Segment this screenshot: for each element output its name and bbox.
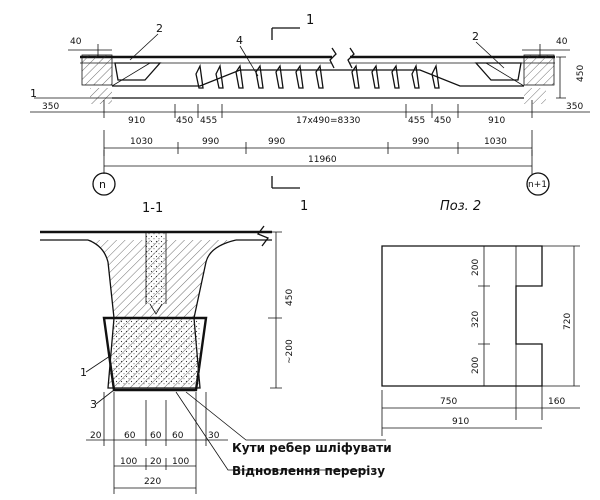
callout-2-right: 2 [472, 30, 479, 43]
dim-row1-1: 910 [128, 116, 145, 126]
section-1-1: 1-1 1 3 450 ~200 20 60 60 60 30 10 [40, 201, 392, 494]
dim-row2-2: 990 [202, 137, 219, 147]
note-restore-section: Відновлення перерізу [232, 464, 385, 478]
callout-2-left: 2 [156, 22, 163, 35]
dim-overhang-left: 350 [42, 102, 59, 112]
haunch-right [474, 62, 522, 81]
note1-leader [185, 391, 386, 441]
dim-pos2-width-total: 910 [452, 417, 469, 427]
label-1-left: 1 [30, 87, 37, 100]
section-cut-mark-top [271, 27, 300, 40]
note-grind-edges: Кути ребер шліфувати [232, 441, 392, 455]
dim-pos2-h1: 200 [471, 259, 481, 276]
haunch-left [114, 62, 162, 81]
callout-1-section: 1 [80, 366, 87, 379]
beam-elevation: 1 1 [30, 13, 590, 214]
dim-bottom-total: 220 [144, 477, 161, 487]
dim-bottom-4: 60 [172, 431, 184, 441]
section-mark-top: 1 [306, 13, 314, 28]
dim-row1-3: 455 [200, 116, 217, 126]
section-break-symbol [256, 225, 270, 247]
dim-row1-2: 450 [176, 116, 193, 126]
support-left [82, 55, 112, 85]
dim-row1-5: 455 [408, 116, 425, 126]
dim-row2-4: 990 [412, 137, 429, 147]
section-mark-bottom: 1 [300, 199, 308, 214]
note2-leader [175, 391, 368, 471]
axis-label-right: n+1 [528, 180, 547, 190]
dim-row2-1: 1030 [130, 137, 153, 147]
dim-bottom2-3: 100 [172, 457, 189, 467]
dim-row2-5: 1030 [484, 137, 507, 147]
dim-row1-4: 17x490=8330 [296, 116, 361, 126]
dim-overhang-right: 350 [566, 102, 583, 112]
dim-row1-6: 450 [434, 116, 451, 126]
dim-pos2-width-main: 750 [440, 397, 457, 407]
dim-total: 11960 [308, 155, 337, 165]
rib-core [146, 232, 166, 304]
rib-row [195, 63, 440, 89]
bearing-left [90, 88, 112, 104]
dim-offset-left: 40 [70, 37, 82, 47]
dim-row1-7: 910 [488, 116, 505, 126]
dim-pos2-width-notch: 160 [548, 397, 565, 407]
callout-3-section: 3 [90, 398, 97, 411]
axis-bubble-left [92, 172, 116, 196]
dim-offset-right: 40 [556, 37, 568, 47]
restoration-jacket [102, 316, 208, 392]
dim-pos2-height: 720 [563, 313, 573, 330]
dim-row2-3: 990 [268, 137, 285, 147]
dim-pos2-h3: 200 [471, 357, 481, 374]
dim-bottom-3: 60 [150, 431, 162, 441]
dim-bottom2-1: 100 [120, 457, 137, 467]
axis-bubble-right [526, 172, 550, 196]
dim-bottom-5: 30 [208, 431, 220, 441]
dim-height-right: 450 [576, 65, 586, 82]
section-title: 1-1 [142, 201, 163, 216]
support-right [524, 55, 554, 85]
axis-label-left: n [99, 178, 106, 191]
section-cut-mark-bottom [271, 176, 300, 189]
beam-soffit [112, 69, 524, 87]
pos2-plate: Поз. 2 200 320 200 720 750 160 910 [381, 199, 580, 436]
bearing-right [524, 88, 546, 104]
plate-outline [381, 245, 543, 387]
dim-section-height: 450 [285, 289, 295, 306]
dim-bottom2-2: 20 [150, 457, 162, 467]
break-symbol [329, 47, 355, 69]
dim-bottom-1: 20 [90, 431, 102, 441]
callout-4: 4 [236, 34, 243, 47]
dim-bottom-2: 60 [124, 431, 136, 441]
dim-pos2-h2: 320 [471, 311, 481, 328]
dim-section-inner: ~200 [285, 339, 295, 364]
pos2-title: Поз. 2 [440, 199, 481, 214]
